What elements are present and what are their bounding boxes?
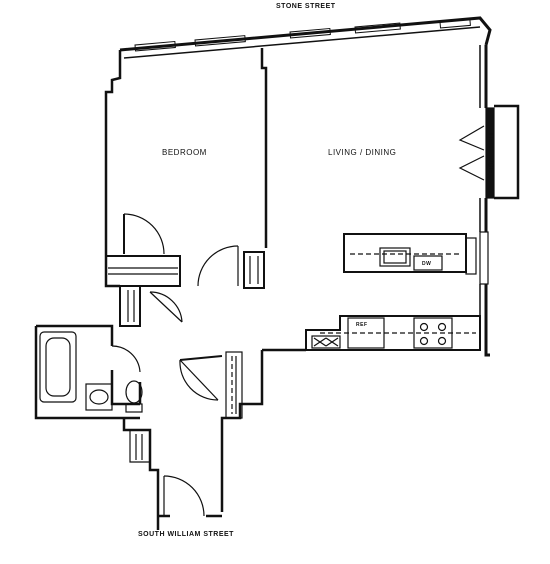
- foyer-west-wall: [122, 418, 160, 530]
- bedroom-living-partition: [260, 48, 268, 248]
- foyer-east-wall: [220, 350, 264, 512]
- hall-door-lower-arc: [149, 291, 183, 323]
- bedroom-door-arc: [123, 213, 165, 255]
- foyer-closet: [225, 351, 243, 419]
- refrigerator: [347, 317, 385, 349]
- bathroom-outline: [34, 324, 142, 420]
- bathtub: [39, 331, 77, 403]
- foyer-inner-wall: [179, 355, 223, 361]
- bedroom-west-wall: [104, 50, 122, 288]
- terrace-door-left: [458, 125, 485, 151]
- terrace-label: TERRACE: [486, 131, 496, 174]
- bathroom-door-arc: [111, 345, 141, 373]
- toilet: [125, 380, 143, 404]
- north-wall-inner: [123, 26, 481, 59]
- dishwasher: [413, 255, 443, 271]
- kitchen-sink: [379, 247, 411, 267]
- north-wall: [119, 16, 492, 52]
- hall-west-wall: [119, 286, 141, 327]
- bedroom-south-wall: [106, 255, 181, 287]
- refrigerator-label: REF: [356, 322, 368, 328]
- bathroom-vanity: [85, 383, 113, 411]
- north-street-label: STONE STREET: [276, 3, 336, 10]
- range: [413, 317, 453, 349]
- terrace-door-right: [458, 155, 485, 181]
- dishwasher-label: DW: [422, 261, 432, 267]
- foyer-side-closet: [129, 430, 150, 463]
- utility-box: [311, 335, 341, 349]
- living-dining-label: LIVING / DINING: [328, 148, 397, 157]
- apartment-entry-door-arc: [163, 475, 205, 517]
- east-window: [479, 231, 489, 285]
- bedroom-label: BEDROOM: [162, 148, 207, 157]
- terrace-door-frame: [485, 107, 495, 199]
- entry-door-arc: [179, 359, 219, 401]
- terrace-outline: [494, 104, 520, 200]
- kitchen-counter: [305, 315, 481, 351]
- north-windows: [134, 18, 471, 52]
- hall-closet: [243, 251, 265, 289]
- hall-door-arc: [197, 245, 239, 287]
- south-street-label: SOUTH WILLIAM STREET: [138, 531, 234, 538]
